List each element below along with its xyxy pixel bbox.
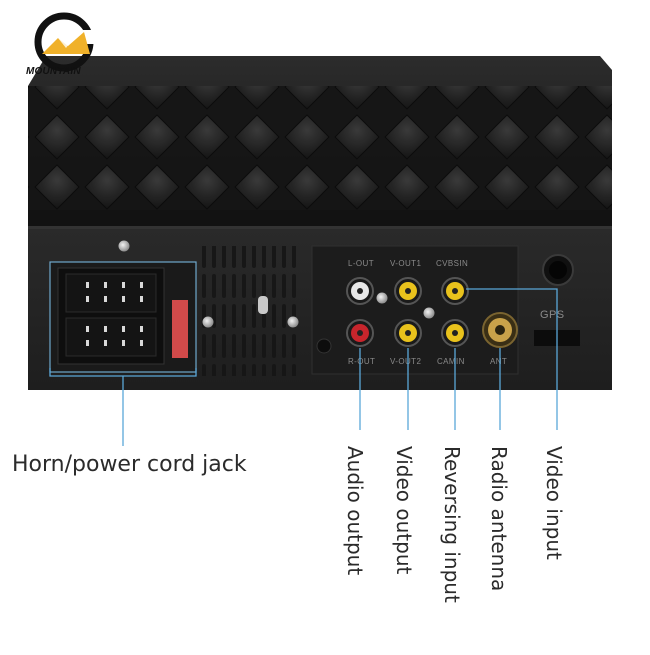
- rca-l-out-white: [346, 277, 374, 305]
- panel-label-v-out2: V-OUT2: [390, 357, 421, 366]
- antenna-socket: [482, 312, 518, 348]
- rca-v-out2-yellow: [394, 319, 422, 347]
- panel-label-r-out: R-OUT: [348, 357, 375, 366]
- panel-label-ant: ANT: [490, 357, 507, 366]
- label-radio-antenna: Radio antenna: [487, 446, 511, 592]
- rca-jacks: [346, 277, 469, 347]
- screws: [118, 240, 435, 328]
- connector-latch-red: [172, 300, 188, 358]
- av-panel-recess: [311, 245, 519, 375]
- label-video-input: Video input: [542, 446, 566, 560]
- panel-label-cam-in: CAMIN: [437, 357, 465, 366]
- panel-label-l-out: L-OUT: [348, 259, 374, 268]
- rca-r-out-red: [346, 319, 374, 347]
- rca-cam-in-yellow: [441, 319, 469, 347]
- label-reversing-input: Reversing input: [440, 446, 464, 603]
- iso-power-connector: [49, 261, 197, 373]
- mountain-logo: [34, 12, 102, 72]
- callout-line-video-in: [466, 288, 558, 430]
- mic-jack: [316, 338, 332, 354]
- label-video-output: Video output: [392, 446, 416, 575]
- rca-v-out1-yellow: [394, 277, 422, 305]
- panel-label-v-out1: V-OUT1: [390, 259, 421, 268]
- heatsink-top: [28, 56, 612, 226]
- mountain-peak-icon: [42, 32, 90, 54]
- label-audio-output: Audio output: [343, 446, 367, 576]
- callout-lines: [49, 288, 558, 446]
- vent-grille: [202, 246, 302, 376]
- panel-label-gps: GPS: [540, 309, 564, 321]
- panel-label-cvbs-in: CVBSIN: [436, 259, 468, 268]
- brand-name: MOUNTAIN: [26, 66, 81, 77]
- panel-print-labels: L-OUT R-OUT V-OUT1 V-OUT2 CVBSIN CAMIN A…: [348, 259, 564, 366]
- rca-cvbs-in-yellow: [441, 277, 469, 305]
- label-horn-power-cord-jack: Horn/power cord jack: [12, 452, 247, 477]
